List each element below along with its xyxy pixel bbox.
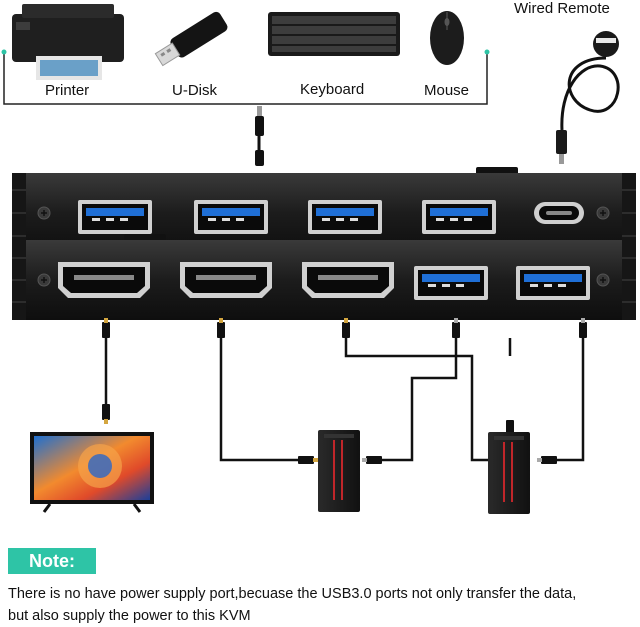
usb-port [516, 266, 590, 300]
printer-label: Printer [45, 82, 90, 99]
printer-icon [12, 4, 124, 80]
udisk-label: U-Disk [172, 82, 217, 99]
keyboard-label: Keyboard [300, 81, 365, 98]
pc-tower-icon [318, 430, 360, 512]
monitor-icon [30, 432, 154, 513]
connection-cables [104, 338, 585, 462]
usb-port [422, 200, 496, 234]
wired-remote-label: Wired Remote [514, 0, 610, 17]
hdmi-port [58, 262, 150, 298]
mouse-icon [430, 11, 464, 65]
mouse-label: Mouse [424, 82, 470, 99]
usb-port [194, 200, 268, 234]
usb-port [78, 200, 152, 234]
kvm-diagram [1, 4, 636, 514]
hdmi-port [302, 262, 394, 298]
note-text: There is no have power supply port,becua… [8, 583, 638, 627]
usb-c-port [534, 202, 584, 224]
keyboard-icon [268, 12, 400, 56]
remote-icon [556, 31, 620, 164]
peripheral-bracket [1, 49, 490, 105]
note-line-2: but also supply the power to this KVM [8, 608, 251, 624]
usb-stick-icon [154, 11, 228, 67]
peripheral-cable [255, 106, 264, 166]
usb-port [414, 266, 488, 300]
pc-tower-icon [488, 432, 530, 514]
note-line-1: There is no have power supply port,becua… [8, 586, 577, 602]
usb-port [308, 200, 382, 234]
hdmi-port [180, 262, 272, 298]
cable-connector [102, 318, 587, 464]
note-badge: Note: [8, 548, 96, 574]
